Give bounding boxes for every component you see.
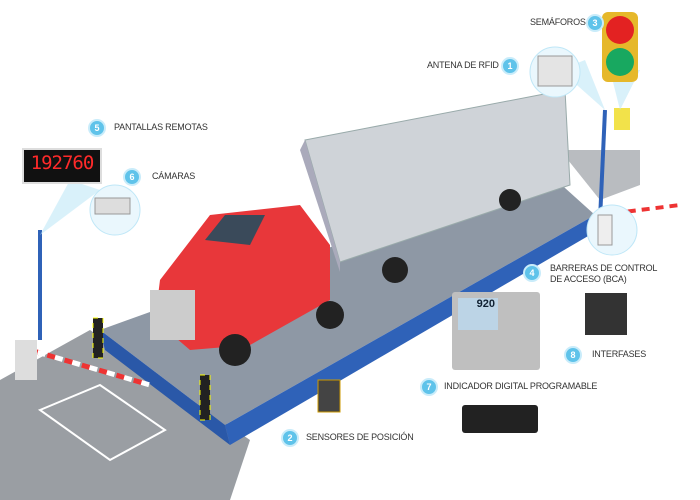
badge-7: 7 xyxy=(420,378,438,396)
label-cameras: CÁMARAS xyxy=(152,171,196,181)
wheel xyxy=(219,334,251,366)
label-indicator: INDICADOR DIGITAL PROGRAMABLE xyxy=(444,381,598,391)
road xyxy=(0,330,250,500)
green-light xyxy=(606,48,634,76)
platform-edge-left xyxy=(100,330,230,445)
badge-4: 4 xyxy=(523,264,541,282)
wheel xyxy=(316,301,344,329)
callout-beam xyxy=(40,180,100,235)
indicator-screen: 920 xyxy=(458,298,498,330)
rfid-pole xyxy=(598,109,607,221)
rfid-antenna-icon xyxy=(537,55,573,87)
keyboard-icon xyxy=(462,405,538,433)
remote-display: 192760 xyxy=(22,148,102,184)
label-barriers-2: DE ACCESO (BCA) xyxy=(550,274,627,284)
red-light xyxy=(606,16,634,44)
barrier-box xyxy=(15,340,37,380)
label-sensors: SENSORES DE POSICIÓN xyxy=(306,432,414,442)
label-remote-displays: PANTALLAS REMOTAS xyxy=(114,122,208,132)
camera-icon xyxy=(94,197,131,215)
trailer xyxy=(304,89,571,263)
badge-5: 5 xyxy=(88,119,106,137)
wheel xyxy=(499,189,521,211)
label-interfaces: INTERFASES xyxy=(592,349,647,359)
bollard xyxy=(199,374,211,421)
bollard xyxy=(92,317,104,359)
label-traffic-lights: SEMÁFOROS xyxy=(530,17,586,27)
wheel xyxy=(382,257,408,283)
parking-outline xyxy=(37,383,167,462)
digital-indicator: 920 xyxy=(452,292,540,370)
windshield xyxy=(205,215,265,245)
barrier-icon xyxy=(597,214,613,246)
truck-grille xyxy=(150,290,195,340)
badge-6: 6 xyxy=(123,168,141,186)
rfid-box xyxy=(614,108,630,130)
road-top xyxy=(560,150,640,200)
badge-1: 1 xyxy=(501,57,519,75)
badge-3: 3 xyxy=(586,14,604,32)
trailer-side xyxy=(300,140,340,272)
barrier-arm xyxy=(29,347,151,388)
badge-8: 8 xyxy=(564,346,582,364)
label-rfid: ANTENA DE RFID xyxy=(427,60,499,70)
truck-cab xyxy=(155,205,330,350)
position-sensor-icon xyxy=(317,379,341,413)
plc-interface-icon xyxy=(585,293,627,335)
label-barriers: BARRERAS DE CONTROL xyxy=(550,263,658,273)
badge-2: 2 xyxy=(281,429,299,447)
